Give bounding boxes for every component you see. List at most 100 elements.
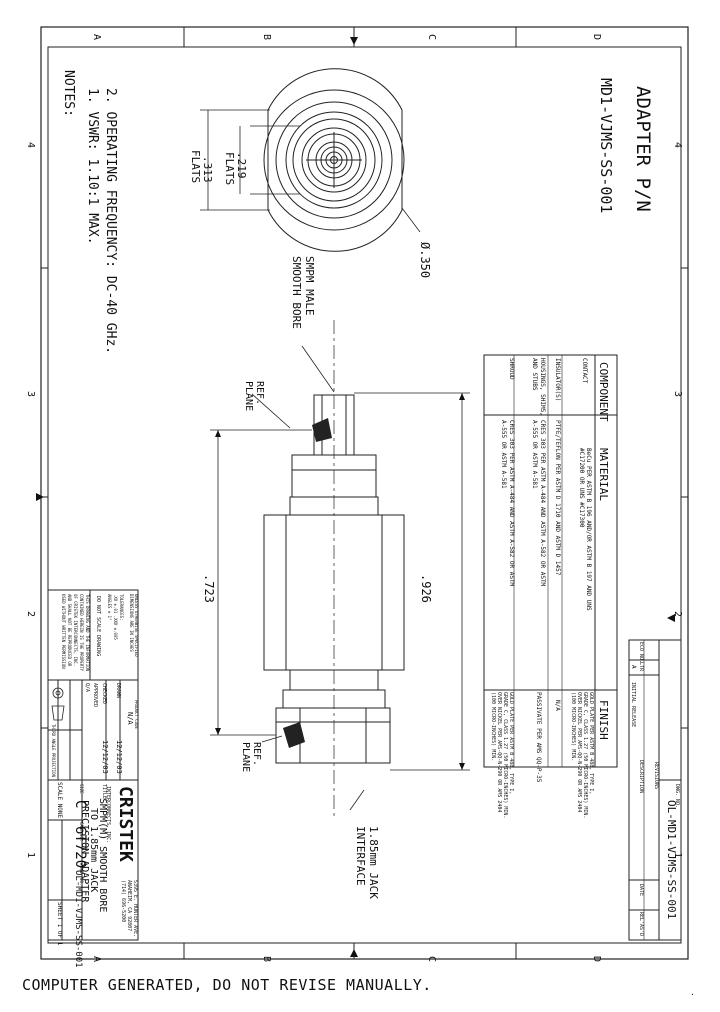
table-header-component: COMPONENT: [597, 362, 610, 422]
ref-plane-1-a: REF.: [254, 381, 265, 405]
smpm-male-label: SMPM MALE: [303, 256, 316, 316]
tb-title-2: TO 1.85mm JACK: [88, 808, 99, 892]
rev-row-ltr: A: [630, 665, 637, 669]
row3-finish: PASSIVATE PER AMS QQ-P-35: [535, 692, 542, 783]
tb-title-1: SMPM(M) SMOOTH BORE: [97, 798, 108, 912]
dim-723: .723: [202, 574, 216, 603]
center-arrow-right: [667, 614, 675, 622]
tb-prop-1: THIS DRAWING AND THE INFORMATION: [85, 594, 90, 672]
tb-dwg: OL-MD1-VJMS-SS-001: [73, 870, 83, 968]
section-hatching: [283, 418, 332, 748]
tb-company: CRISTEK: [115, 786, 136, 862]
tb-do-not-scale: DO NOT SCALE DRAWING: [95, 596, 101, 656]
ref-plane-1-b: PLANE: [243, 381, 254, 411]
zone-d-bottom: D: [591, 956, 602, 962]
zone-1-left: 1: [25, 852, 36, 858]
drawing-sheet: A B C D A B C D 4 3 2 1 4 3 2 1 ADAPTER …: [25, 26, 689, 968]
tb-product-code-label: PRODUCT CODE: [134, 700, 139, 729]
side-view: [263, 320, 405, 820]
tb-prop-5: USED WITHOUT WRITTEN PERMISSION: [61, 594, 66, 669]
tb-dwg-label: DWG. NO.: [79, 866, 84, 885]
tb-prop-3: OF CRISTEK INTERCONNECTS, INC.: [73, 594, 78, 666]
row4-material-1: CRES 303 PER ASTM A-484 AND ASTM A-582 O…: [508, 420, 515, 587]
row1-finish-1: GOLD PLATE PER ASTM B 488, TYPE I,: [588, 692, 594, 794]
row1-finish-3: OVER NICKEL PER AMS-QQ-N-290 OR AMS 2404: [576, 692, 582, 812]
ref-plane-2-a: REF.: [251, 742, 262, 766]
tb-projection: THIRD ANGLE PROJECTION: [51, 724, 56, 778]
tb-sheet-label: SHEET: [56, 902, 63, 920]
notes-header: NOTES:: [61, 70, 76, 117]
rev-col-eco: ECO NO.: [638, 642, 644, 663]
rev-revisions-label: REVISIONS: [653, 762, 659, 789]
material-table: [483, 354, 618, 768]
row4-finish-3: OVER NICKEL PER AMS-QQ-N-290 OR AMS 2404: [496, 692, 502, 812]
end-view: [263, 68, 405, 252]
row1-finish-2: GRADE C, CLASS 1.27 (50 MICRO-INCHES) MI…: [582, 692, 588, 818]
row2-finish: N/A: [554, 700, 561, 711]
dim-926: .926: [419, 574, 433, 603]
side-view-dims: [210, 345, 470, 811]
tb-prop-2: CONTAINED HEREIN IS THE PROPERTY: [79, 594, 84, 672]
dim-313: .313: [201, 156, 214, 183]
jack-interface-2: INTERFACE: [354, 826, 367, 886]
zone-a-bottom: A: [91, 956, 102, 962]
dim-313-flats: FLATS: [189, 150, 202, 183]
dim-219: .219: [235, 152, 248, 179]
inner-border: [47, 46, 682, 944]
tb-tol-1: UNLESS OTHERWISE SPECIFIED: [134, 594, 139, 657]
zone-4-left: 4: [25, 142, 36, 148]
tb-address-1: 5395 E. HUNTER AVE.: [132, 880, 138, 937]
zone-3-right: 3: [672, 391, 683, 397]
tb-scale-label: SCALE: [56, 782, 63, 800]
zone-b-top: B: [261, 34, 272, 40]
tb-scale: SCALE NONE: [56, 782, 63, 819]
tb-tol-5: ANGLES ± 1°: [107, 594, 112, 621]
tb-sheet-value: 1 OF 1: [56, 924, 63, 946]
row1-finish-4: (100 MICRO-INCHES) MIN.: [570, 692, 576, 761]
zone-d-top: D: [591, 34, 602, 40]
arrow-926-bottom: [459, 763, 465, 770]
row2-material: PTFE/TEFLON PER ASTM D 1710 AND ASTM D 1…: [554, 420, 561, 576]
zone-c-bottom: C: [426, 956, 437, 962]
zone-a-top: A: [91, 34, 102, 40]
rev-dwg-no: OL-MD1-VJMS-SS-001: [665, 800, 678, 919]
rev-col-ltr: LTR: [638, 662, 644, 672]
rev-col-date: DATE: [638, 884, 644, 896]
tb-tol-3: TOLERANCES:: [119, 594, 124, 621]
projection-symbol-icon: [51, 687, 65, 721]
adapter-part-number: MD1-VJMS-SS-001: [597, 78, 615, 213]
footer-note: COMPUTER GENERATED, DO NOT REVISE MANUAL…: [22, 976, 432, 994]
zone-1-right: 1: [672, 852, 683, 858]
row4-finish-2: GRADE C, CLASS 1.27 (50 MICRO-INCHES) MI…: [502, 692, 508, 818]
dim-350: Ø.350: [418, 242, 432, 278]
tb-size: C: [72, 800, 88, 808]
zone-2-left: 2: [25, 611, 36, 617]
row3-material-1: CRES 303 PER ASTM A-484 AND ASTM A-582 O…: [539, 420, 546, 587]
revision-block: [628, 639, 682, 941]
row1-material-2: #C17200 OR UNS #C17300: [578, 448, 585, 528]
center-arrow-left: [36, 493, 44, 501]
row4-finish-4: (100 MICRO-INCHES) MIN.: [490, 692, 496, 761]
row2-component: INSULATOR(S): [554, 358, 561, 401]
tb-phone: (714) 696-5200: [120, 880, 126, 922]
rev-col-released: REL'AS'D: [638, 912, 644, 936]
tb-size-label: SIZE: [79, 784, 84, 794]
tb-qa-label: Q/A: [84, 683, 90, 692]
title-block: [47, 589, 139, 941]
row4-material-2: A-555 OR ASTM A-581: [500, 420, 507, 489]
end-view-dims: [200, 109, 421, 233]
zone-b-bottom: B: [261, 956, 272, 962]
row1-component: CONTACT: [581, 358, 588, 384]
tb-cage-label: CAGE NO.: [79, 822, 84, 841]
tb-checked-label: CHECKED: [101, 683, 107, 704]
corner-mark: .: [690, 988, 695, 997]
zone-2-right: 2: [672, 611, 683, 617]
tb-tol-2: DIMENSIONS ARE IN INCHES: [129, 594, 134, 652]
tb-company-sub: INTERCONNECTS, INC.: [105, 786, 111, 843]
center-arrow-bottom: [350, 949, 358, 957]
tb-drawn-date: 12/12/03: [115, 740, 123, 774]
tb-sheet: SHEET 1 OF 1: [56, 902, 63, 946]
tb-cage: 6T720: [72, 826, 88, 868]
dim-219-flats: FLATS: [223, 152, 236, 185]
smooth-bore-label: SMOOTH BORE: [290, 256, 303, 329]
